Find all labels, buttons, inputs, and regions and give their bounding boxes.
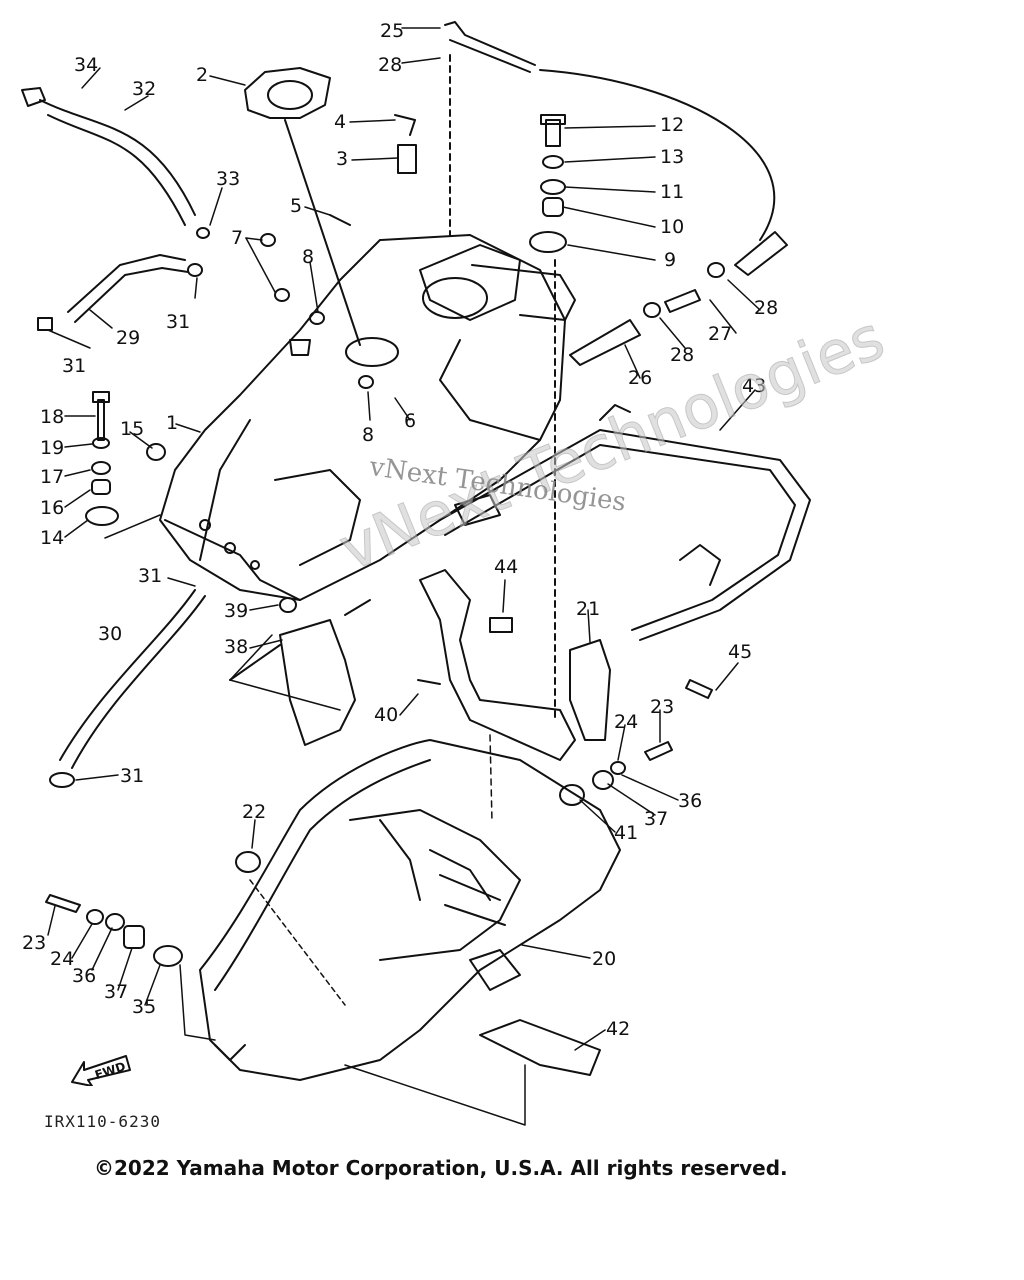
callout-20: 20	[592, 948, 617, 970]
callout-24-left: 24	[50, 948, 75, 970]
callout-15: 15	[120, 418, 145, 440]
leader-lines	[47, 27, 761, 1126]
copyright-notice: ©2022 Yamaha Motor Corporation, U.S.A. A…	[94, 1156, 788, 1180]
callout-32: 32	[132, 78, 157, 100]
callout-1: 1	[166, 412, 179, 434]
callout-41: 41	[614, 822, 639, 844]
callout-29: 29	[116, 327, 141, 349]
callout-16: 16	[40, 497, 65, 519]
callout-37-right: 37	[644, 808, 669, 830]
drawing-code: IRX110-6230	[44, 1112, 161, 1131]
fwd-arrow-icon: FWD	[71, 1055, 131, 1086]
callout-36-left: 36	[72, 965, 97, 987]
callout-3: 3	[336, 148, 349, 170]
callout-14: 14	[40, 527, 65, 549]
callout-17: 17	[40, 466, 65, 488]
callout-21: 21	[576, 598, 601, 620]
callout-40: 40	[374, 704, 399, 726]
callout-28-right: 28	[754, 297, 779, 319]
fwd-label: FWD	[93, 1059, 127, 1082]
callout-4: 4	[334, 111, 347, 133]
callout-44: 44	[494, 556, 519, 578]
callout-31-bottom: 31	[120, 765, 145, 787]
callout-36-right: 36	[678, 790, 703, 812]
callout-5: 5	[290, 195, 303, 217]
mud-flap	[479, 1019, 601, 1076]
callout-23-left: 23	[22, 932, 47, 954]
callout-8-upper: 8	[302, 246, 315, 268]
hoses	[39, 21, 788, 788]
cover-38	[229, 597, 371, 746]
callout-31-left: 31	[62, 355, 87, 377]
callout-37-left: 37	[104, 981, 129, 1003]
callout-34: 34	[74, 54, 99, 76]
callout-38: 38	[224, 636, 249, 658]
callout-28-top: 28	[378, 54, 403, 76]
callout-33: 33	[216, 168, 241, 190]
callout-42: 42	[606, 1018, 631, 1040]
lower-left-hardware	[45, 679, 713, 967]
callout-11: 11	[660, 181, 685, 203]
callout-30: 30	[98, 623, 123, 645]
callout-45: 45	[728, 641, 753, 663]
callout-13: 13	[660, 146, 685, 168]
callout-28-mid: 28	[670, 344, 695, 366]
rear-frame	[439, 404, 811, 641]
callout-18: 18	[40, 406, 65, 428]
callout-27: 27	[708, 323, 733, 345]
rear-fender	[199, 739, 621, 1081]
callout-22: 22	[242, 801, 267, 823]
callout-12: 12	[660, 114, 685, 136]
callout-26: 26	[628, 367, 653, 389]
callout-10: 10	[660, 216, 685, 238]
callout-2: 2	[196, 64, 209, 86]
callout-7: 7	[231, 227, 244, 249]
callout-9: 9	[664, 249, 677, 271]
mounting-bracket	[417, 569, 611, 761]
callout-39: 39	[224, 600, 249, 622]
callout-35: 35	[132, 996, 157, 1018]
fuel-cap	[244, 67, 361, 346]
callout-19: 19	[40, 437, 65, 459]
callout-24-right: 24	[614, 711, 639, 733]
callout-23-right: 23	[650, 696, 675, 718]
callout-43: 43	[742, 375, 767, 397]
callout-31-middle: 31	[138, 565, 163, 587]
small-hardware	[21, 87, 417, 526]
callout-31-upper: 31	[166, 311, 191, 333]
callout-25: 25	[380, 20, 405, 42]
fuel-tank	[159, 234, 576, 601]
callout-8-lower: 8	[362, 424, 375, 446]
callout-6: 6	[404, 410, 417, 432]
